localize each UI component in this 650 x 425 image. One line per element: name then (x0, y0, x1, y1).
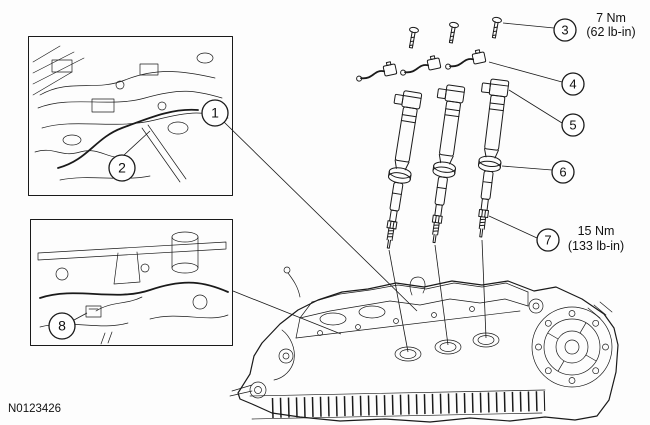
callout-3: 3 (553, 18, 577, 42)
callout-1: 1 (201, 99, 229, 127)
ignition-coil-3 (463, 77, 512, 239)
engine-rib-band (271, 391, 546, 418)
callout-4-number: 4 (569, 77, 576, 92)
leader-line-callout-2 (123, 130, 151, 156)
engine-closeup-bottom-art (37, 231, 229, 345)
callout-8: 8 (48, 312, 76, 340)
dipstick-tube (287, 272, 301, 298)
torque-lower-value: 15 Nm (578, 224, 615, 238)
coil-connector-2 (397, 54, 442, 77)
inset-bottom-left (30, 219, 233, 346)
callout-3-number: 3 (561, 23, 568, 38)
callout-6: 6 (551, 160, 575, 184)
leader-line-inset-bottom-to-engine (232, 290, 342, 335)
engine-outline (237, 280, 619, 423)
torque-upper-alt: (62 lb-in) (586, 25, 635, 39)
callout-leader-lines (488, 22, 563, 239)
spark-plug-well-1 (394, 346, 422, 362)
bell-housing (528, 298, 613, 388)
callout-4: 4 (561, 72, 585, 96)
coil-connector-1 (353, 60, 398, 83)
callout-6-number: 6 (559, 165, 566, 180)
harness-connector-closeup (85, 305, 102, 318)
torque-upper-value: 7 Nm (596, 11, 626, 25)
mounting-bolt-3 (488, 16, 503, 40)
callout-7-number: 7 (544, 233, 551, 248)
callout-7: 7 (536, 228, 560, 252)
part-number: N0123426 (8, 403, 61, 415)
torque-label-lower: 15 Nm (133 lb-in) (568, 224, 624, 253)
coil-connectors (353, 48, 487, 83)
leader-line-callout-3 (502, 22, 555, 29)
coil-connector-3 (442, 48, 487, 71)
mounting-bolts (405, 16, 503, 50)
mounting-bolt-1 (405, 26, 420, 50)
mounting-bolt-2 (445, 21, 460, 45)
ignition-coil-2 (416, 83, 468, 245)
valve-cover (283, 266, 529, 339)
inset-top-left-border (28, 36, 233, 196)
ignition-coil-1 (370, 88, 425, 251)
callout-1-number: 1 (211, 105, 219, 121)
hose-tube (141, 124, 187, 183)
leader-line-callout-6 (501, 165, 553, 171)
callout-5-number: 5 (569, 118, 576, 133)
lifting-bracket (409, 276, 426, 296)
callout-2-number: 2 (118, 160, 126, 176)
callout-2: 2 (108, 154, 136, 182)
torque-label-upper: 7 Nm (62 lb-in) (586, 11, 635, 39)
leader-line-callout-4 (488, 61, 563, 83)
leader-line-callout-1-to-engine (223, 121, 418, 312)
torque-lower-alt: (133 lb-in) (568, 239, 624, 253)
leader-line-callout-8 (73, 312, 88, 321)
ignition-coils (370, 77, 512, 251)
engine-lower-details (229, 329, 546, 420)
engine-assembly (229, 266, 619, 423)
leader-line-callout-5 (508, 89, 563, 124)
spark-plug-guide-lines (388, 239, 487, 353)
callout-5: 5 (561, 113, 585, 137)
leader-line-callout-7 (488, 215, 538, 239)
callout-8-number: 8 (58, 318, 66, 334)
inset-bottom-left-border (30, 219, 233, 346)
